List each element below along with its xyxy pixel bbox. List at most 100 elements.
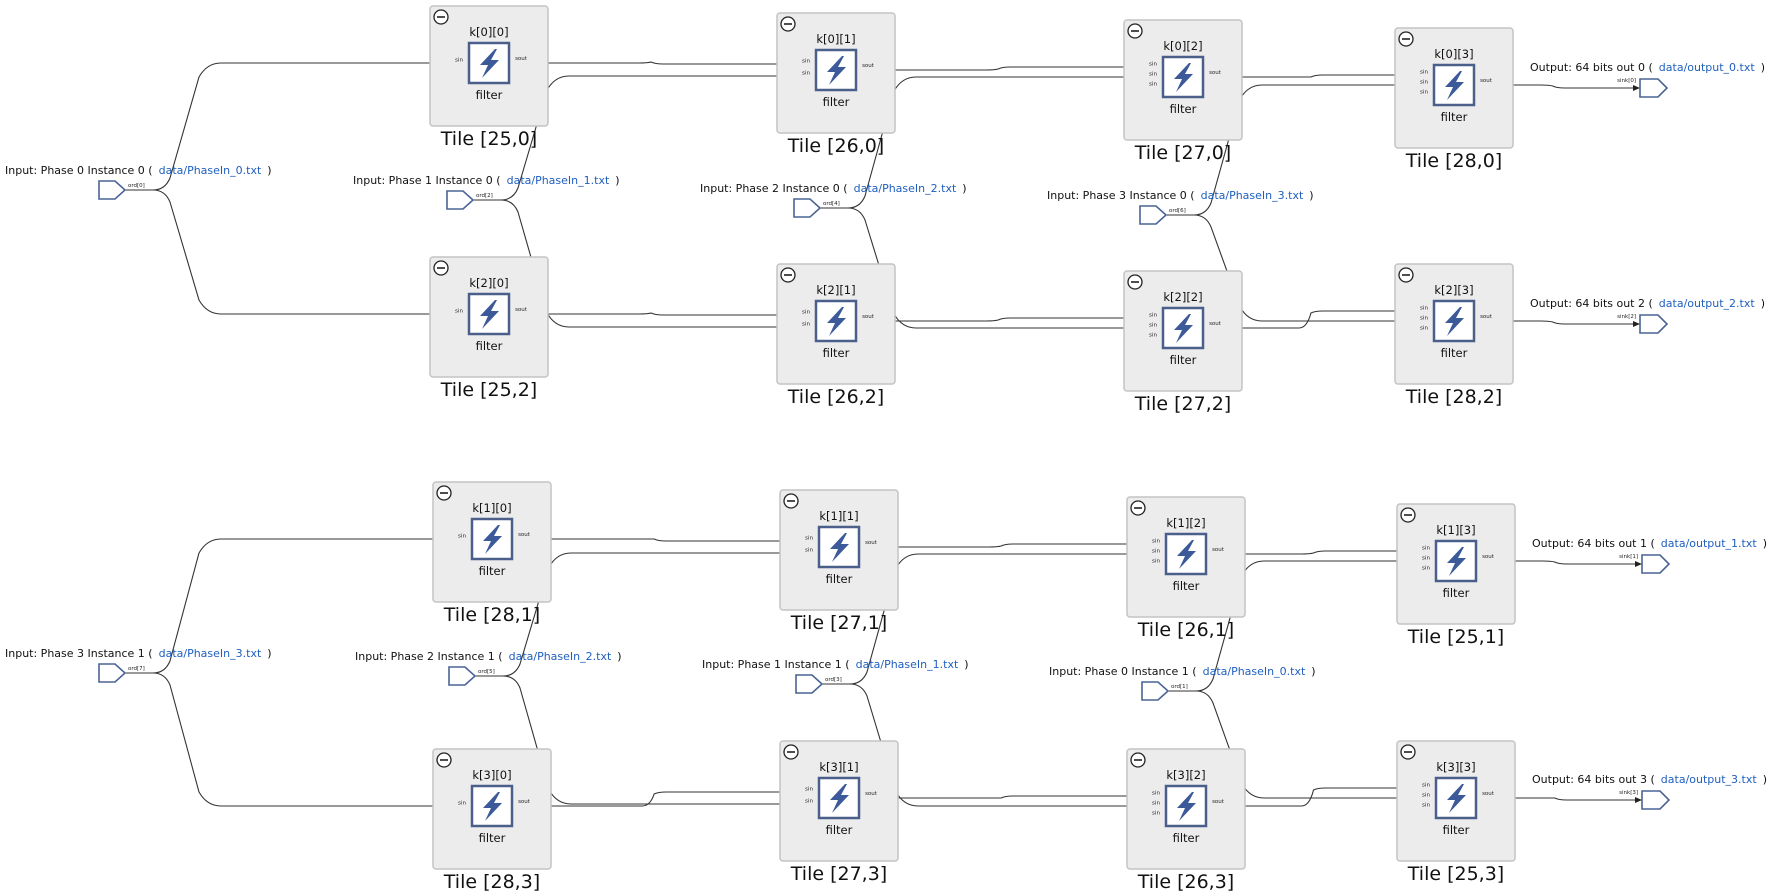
- kernel-block[interactable]: [1164, 532, 1208, 576]
- pentagon-port-icon[interactable]: [795, 674, 824, 694]
- minus-circle-icon[interactable]: [436, 485, 452, 501]
- tile-label: Tile [25,1]: [1407, 626, 1504, 648]
- kernel-block[interactable]: [1434, 539, 1478, 583]
- pentagon-port-icon[interactable]: [1639, 78, 1669, 98]
- pentagon-port-icon[interactable]: [1641, 790, 1671, 810]
- pentagon-port-icon[interactable]: [448, 666, 477, 686]
- input-pin-label: sin: [1152, 549, 1160, 555]
- output-node-out_2[interactable]: Output: 64 bits out 2 (data/output_2.txt…: [1530, 297, 1765, 334]
- input-file-link[interactable]: data/PhaseIn_1.txt: [507, 174, 610, 187]
- kernel-block[interactable]: [470, 517, 514, 561]
- minus-circle-icon[interactable]: [433, 260, 449, 276]
- kernel-block[interactable]: [467, 292, 511, 336]
- minus-circle-icon[interactable]: [780, 16, 796, 32]
- kernel-block[interactable]: [1164, 784, 1208, 828]
- input-node-in_2_1[interactable]: Input: Phase 2 Instance 1 (data/PhaseIn_…: [355, 650, 622, 686]
- input-node-in_0_1[interactable]: Input: Phase 0 Instance 1 (data/PhaseIn_…: [1049, 665, 1316, 701]
- input-file-link[interactable]: data/PhaseIn_0.txt: [1203, 665, 1306, 678]
- pentagon-port-icon[interactable]: [793, 198, 822, 218]
- output-file-link[interactable]: data/output_1.txt: [1661, 537, 1758, 550]
- output-file-link[interactable]: data/output_0.txt: [1659, 61, 1756, 74]
- minus-circle-icon[interactable]: [783, 493, 799, 509]
- kernel-block[interactable]: [817, 776, 861, 820]
- lightning-bolt-icon: [1447, 784, 1466, 813]
- input-node-in_2_0[interactable]: Input: Phase 2 Instance 0 (data/PhaseIn_…: [700, 182, 967, 218]
- minus-circle-icon[interactable]: [780, 267, 796, 283]
- minus-circle-icon[interactable]: [436, 752, 452, 768]
- kernel-block[interactable]: [817, 525, 861, 569]
- input-file-link[interactable]: data/PhaseIn_3.txt: [1201, 189, 1304, 202]
- input-label-text: Input: Phase 1 Instance 1 (: [702, 658, 850, 671]
- kernel-block[interactable]: [1434, 776, 1478, 820]
- input-file-link[interactable]: data/PhaseIn_1.txt: [856, 658, 959, 671]
- minus-circle-icon[interactable]: [1400, 507, 1416, 523]
- kernel-block[interactable]: [467, 41, 511, 85]
- pentagon-port-icon[interactable]: [1141, 681, 1170, 701]
- kernel-name: k[1][3]: [1436, 523, 1475, 537]
- connection-wire: [859, 793, 1166, 799]
- pentagon-port-icon[interactable]: [446, 190, 475, 210]
- lightning-bolt-icon: [1445, 307, 1464, 336]
- input-node-in_1_0[interactable]: Input: Phase 1 Instance 0 (data/PhaseIn_…: [353, 174, 620, 210]
- output-node-out_3[interactable]: Output: 64 bits out 3 (data/output_3.txt…: [1532, 773, 1767, 810]
- kernel-block[interactable]: [470, 784, 514, 828]
- output-pin-label: sout: [862, 314, 875, 320]
- kernel-block[interactable]: [1432, 63, 1476, 107]
- kernel-block[interactable]: [814, 48, 858, 92]
- pentagon-port-icon[interactable]: [1139, 205, 1168, 225]
- minus-circle-icon[interactable]: [433, 9, 449, 25]
- output-node-out_0[interactable]: Output: 64 bits out 0 (data/output_0.txt…: [1530, 61, 1765, 98]
- input-pin-label: sin: [802, 71, 810, 77]
- minus-circle-icon[interactable]: [1130, 500, 1146, 516]
- kernel-block[interactable]: [1432, 299, 1476, 343]
- kernel-block[interactable]: [1161, 306, 1205, 350]
- pentagon-port-icon[interactable]: [1639, 314, 1669, 334]
- kernel-name: k[0][0]: [469, 25, 508, 39]
- kernel-function: filter: [1173, 579, 1200, 593]
- input-file-link[interactable]: data/PhaseIn_2.txt: [854, 182, 957, 195]
- input-pin-label: sin: [802, 322, 810, 328]
- output-pin-label: sout: [518, 532, 531, 538]
- input-node-in_0_0[interactable]: Input: Phase 0 Instance 0 (data/PhaseIn_…: [5, 164, 272, 200]
- input-node-in_1_1[interactable]: Input: Phase 1 Instance 1 ( data/PhaseIn_…: [702, 658, 969, 694]
- minus-circle-icon[interactable]: [1398, 267, 1414, 283]
- output-node-out_1[interactable]: Output: 64 bits out 1 (data/output_1.txt…: [1532, 537, 1767, 574]
- input-file-link[interactable]: data/PhaseIn_0.txt: [159, 164, 262, 177]
- lightning-bolt-icon: [483, 792, 502, 821]
- input-node-in_3_1[interactable]: Input: Phase 3 Instance 1 (data/PhaseIn_…: [5, 647, 272, 683]
- kernel-function: filter: [1443, 586, 1470, 600]
- input-file-link[interactable]: data/PhaseIn_3.txt: [159, 647, 262, 660]
- kernel-block[interactable]: [1161, 55, 1205, 99]
- pentagon-port-icon[interactable]: [98, 180, 127, 200]
- minus-circle-icon[interactable]: [1400, 744, 1416, 760]
- minus-circle-icon[interactable]: [1130, 752, 1146, 768]
- pentagon-port-icon[interactable]: [1641, 554, 1671, 574]
- input-file-link[interactable]: data/PhaseIn_2.txt: [509, 650, 612, 663]
- pentagon-port-icon[interactable]: [98, 663, 127, 683]
- minus-circle-icon[interactable]: [1127, 23, 1143, 39]
- output-file-link[interactable]: data/output_3.txt: [1661, 773, 1758, 786]
- minus-circle-icon[interactable]: [1127, 274, 1143, 290]
- minus-circle-icon[interactable]: [1398, 31, 1414, 47]
- output-file-link[interactable]: data/output_2.txt: [1659, 297, 1756, 310]
- input-pin-label: sin: [1422, 803, 1430, 809]
- kernel-block[interactable]: [814, 299, 858, 343]
- minus-circle-icon[interactable]: [783, 744, 799, 760]
- input-node-in_3_0[interactable]: Input: Phase 3 Instance 0 (data/PhaseIn_…: [1047, 189, 1314, 225]
